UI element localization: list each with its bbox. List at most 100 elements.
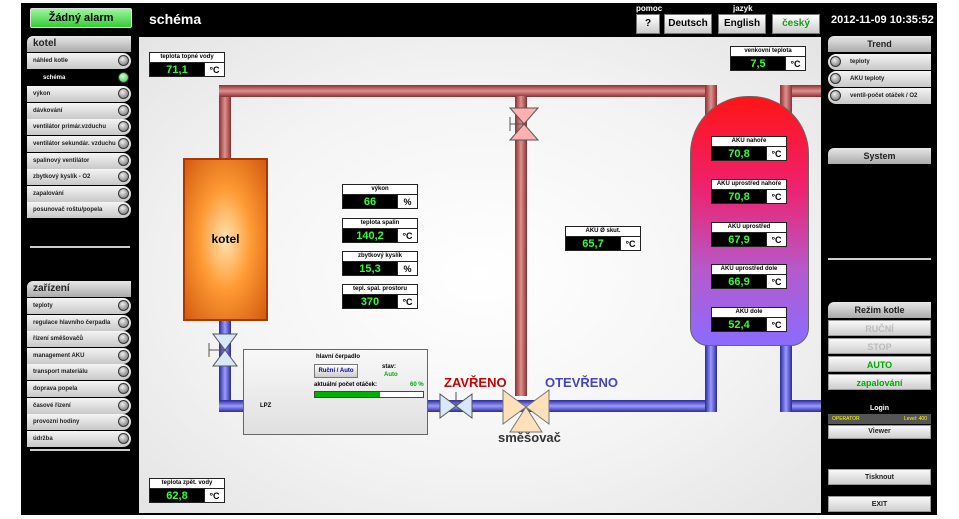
print-button[interactable]: Tisknout [828, 469, 931, 485]
boiler-mode-header: Režim kotle [828, 302, 931, 318]
system-button[interactable]: System [828, 148, 931, 164]
trend-group[interactable]: Trend [828, 36, 931, 52]
indicator-unit: °C [766, 190, 786, 203]
menu-item-label: zapalování [33, 190, 64, 197]
menu-item-label: ventilátor primár.vzduchu [33, 124, 107, 131]
exit-button[interactable]: EXIT [828, 496, 931, 512]
valve-icon[interactable] [439, 392, 473, 419]
mode-button[interactable]: zapalování [828, 374, 931, 390]
menu-item-label: schéma [43, 74, 66, 81]
menu-item[interactable]: doprava popela [27, 381, 131, 397]
menu-group-zarizeni[interactable]: zařízení [27, 281, 131, 297]
hot-pipe [219, 85, 821, 396]
indicator-label: zbytkový kyslík [342, 251, 418, 261]
mode-button[interactable]: AUTO [828, 356, 931, 372]
menu-item[interactable]: posunovač roštu/popela [27, 202, 131, 219]
indicator-light-icon [118, 349, 129, 361]
trend-item-label: AKU teploty [850, 76, 885, 82]
indicator-value: 7,5 [731, 57, 785, 70]
trend-item[interactable]: AKU teploty [828, 71, 931, 87]
indicator-value: 66 [343, 195, 397, 208]
menu-item[interactable]: teploty [27, 298, 131, 314]
menu-item-label: výkon [33, 91, 51, 98]
menu-item[interactable]: ventilátor sekundár. vzduchu [27, 136, 131, 152]
manual-auto-button[interactable]: Ruční / Auto [314, 364, 358, 378]
menu-item[interactable]: schéma [37, 69, 131, 86]
indicator-value: 52,4 [712, 318, 766, 331]
indicator-unit: °C [397, 229, 417, 242]
menu-item[interactable]: regulace hlavního čerpadla [27, 314, 131, 331]
boiler[interactable]: kotel [183, 158, 268, 321]
trend-item[interactable]: ventil-počet otáček / O2 [828, 88, 931, 104]
indicator-value: 62,8 [150, 489, 204, 502]
trend-item-label: ventil-počet otáček / O2 [850, 93, 918, 99]
menu-divider [828, 258, 931, 260]
menu-item[interactable]: náhled kotle [27, 53, 131, 69]
indicator-label: teplota spalin [342, 218, 418, 228]
mixer-valve-icon[interactable] [502, 389, 550, 433]
menu-item[interactable]: provozní hodiny [27, 414, 131, 431]
indicator-light-icon [118, 366, 129, 378]
mode-button[interactable]: RUČNÍ [828, 320, 931, 336]
speed-value: 60 % [410, 382, 424, 388]
indicator-label: tepl. spal. prostoru [342, 284, 418, 294]
indicator-light-icon [118, 300, 129, 311]
valve-icon[interactable] [208, 333, 238, 367]
alarm-status-button[interactable]: Žádný alarm [30, 8, 132, 28]
page-title: schéma [149, 11, 202, 27]
lang-english-button[interactable]: English [718, 14, 766, 34]
trend-item[interactable]: teploty [828, 54, 931, 70]
menu-item[interactable]: transport materiálu [27, 364, 131, 381]
login-button[interactable]: Login [869, 405, 890, 412]
mixer-label: směšovač [498, 430, 561, 445]
speed-bar [314, 391, 424, 398]
menu-item-label: náhled kotle [33, 58, 69, 64]
indicator-unit: % [397, 262, 417, 275]
menu-item[interactable]: dávkování [27, 102, 131, 119]
indicator-light-icon [118, 171, 129, 183]
menu-item-label: management AKU [33, 352, 85, 359]
indicator-label: teplota zpět. vody [149, 478, 225, 488]
lang-czech-button[interactable]: český [772, 14, 820, 34]
pump-label: LPZ [260, 403, 272, 409]
pump-control-panel: hlavní čerpadlo Ruční / Auto stav: Auto … [243, 349, 428, 435]
menu-item[interactable]: management AKU [27, 347, 131, 364]
lang-deutsch-button[interactable]: Deutsch [664, 14, 712, 34]
viewer-button[interactable]: Viewer [828, 425, 931, 439]
help-button[interactable]: ? [636, 14, 660, 34]
user-name: OPERATOR [832, 416, 860, 422]
indicator-light-icon [118, 88, 129, 100]
menu-group-kotel[interactable]: kotel [27, 36, 131, 52]
pump-state-value: Auto [384, 372, 398, 378]
indicator-value: 66,9 [712, 275, 766, 288]
menu-item[interactable]: údržba [27, 430, 131, 447]
language-label: jazyk [733, 4, 753, 13]
menu-item-label: dávkování [33, 107, 63, 114]
indicator-light-icon [830, 73, 841, 84]
indicator-light-icon [118, 333, 129, 345]
menu-item[interactable]: výkon [27, 86, 131, 103]
speed-label: aktuální počet otáček: [314, 382, 378, 388]
menu-item[interactable]: časové řízení [27, 397, 131, 414]
menu-item[interactable]: ventilátor primár.vzduchu [27, 119, 131, 136]
indicator-value: 370 [343, 295, 397, 308]
menu-item[interactable]: spalinový ventilátor [27, 152, 131, 169]
menu-item[interactable]: řízení směšovačů [27, 331, 131, 348]
indicator-value: 65,7 [566, 237, 620, 250]
menu-item-label: doprava popela [33, 386, 78, 392]
closed-label: ZAVŘENO [444, 375, 507, 390]
menu-item[interactable]: zapalování [27, 185, 131, 202]
indicator-value: 70,8 [712, 190, 766, 203]
indicator-label: AKU uprostřed dole [711, 264, 787, 274]
mode-button[interactable]: STOP [828, 338, 931, 354]
menu-item[interactable]: zbytkový kyslík - O2 [27, 169, 131, 186]
valve-icon[interactable] [508, 107, 540, 141]
